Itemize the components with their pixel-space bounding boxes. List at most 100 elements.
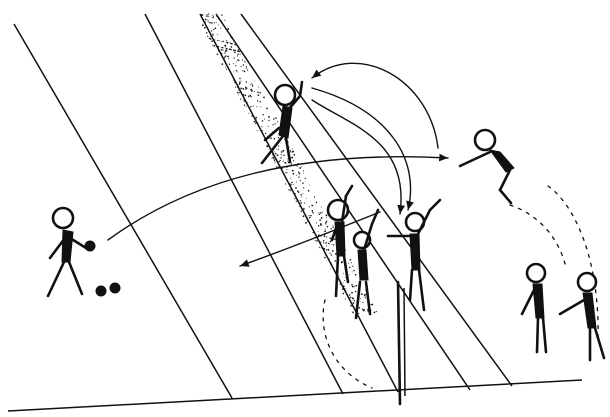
stipple-dot bbox=[210, 36, 211, 37]
stipple-dot bbox=[308, 215, 309, 216]
stipple-dot bbox=[275, 153, 277, 155]
stipple-dot bbox=[212, 45, 213, 46]
stipple-dot bbox=[299, 173, 300, 174]
stipple-dot bbox=[325, 229, 326, 230]
stipple-dot bbox=[309, 185, 310, 186]
stipple-dot bbox=[289, 183, 291, 185]
stipple-dot bbox=[211, 40, 213, 42]
stipple-dot bbox=[234, 71, 235, 72]
stipple-dot bbox=[287, 172, 288, 173]
stipple-dot bbox=[211, 30, 212, 31]
stipple-dot bbox=[235, 50, 236, 51]
stipple-dot bbox=[300, 194, 302, 196]
stipple-dot bbox=[233, 63, 234, 64]
stipple-dot bbox=[306, 217, 307, 218]
stipple-dot bbox=[264, 118, 265, 119]
stipple-dot bbox=[343, 273, 344, 274]
stipple-dot bbox=[226, 40, 227, 41]
stipple-dot bbox=[360, 301, 361, 302]
stipple-dot bbox=[211, 22, 213, 24]
stipple-dot bbox=[349, 274, 350, 275]
stipple-dot bbox=[349, 267, 351, 269]
stipple-dot bbox=[328, 243, 329, 244]
stipple-dot bbox=[205, 19, 207, 21]
stipple-dot bbox=[243, 64, 244, 65]
stipple-dot bbox=[316, 202, 317, 203]
stipple-dot bbox=[352, 304, 353, 305]
stipple-dot bbox=[212, 15, 213, 16]
stipple-dot bbox=[235, 44, 237, 46]
stipple-dot bbox=[303, 187, 304, 188]
stipple-dot bbox=[279, 161, 280, 162]
stipple-dot bbox=[256, 119, 257, 120]
stipple-dot bbox=[231, 46, 233, 48]
stipple-dot bbox=[371, 304, 372, 305]
stipple-dot bbox=[325, 243, 326, 244]
stipple-dot bbox=[339, 276, 340, 277]
court-line-attack bbox=[241, 14, 512, 386]
stipple-dot bbox=[218, 24, 219, 25]
stipple-dot bbox=[320, 247, 321, 248]
stipple-dot bbox=[299, 167, 301, 169]
stipple-dot bbox=[293, 173, 295, 175]
stipple-dot bbox=[273, 158, 274, 159]
stipple-dot bbox=[302, 193, 303, 194]
stipple-dot bbox=[221, 41, 222, 42]
stipple-dot bbox=[299, 206, 300, 207]
stipple-dot bbox=[202, 14, 204, 16]
stipple-dot bbox=[328, 249, 330, 251]
player-setter bbox=[262, 82, 302, 163]
stipple-dot bbox=[273, 118, 275, 120]
ball bbox=[110, 283, 120, 293]
stipple-dot bbox=[290, 178, 291, 179]
stipple-dot bbox=[252, 91, 253, 92]
stipple-dot bbox=[213, 39, 214, 40]
stipple-dot bbox=[221, 63, 223, 65]
stipple-dot bbox=[261, 126, 262, 127]
stipple-dot bbox=[231, 43, 233, 45]
stipple-dot bbox=[215, 27, 217, 29]
stipple-dot bbox=[207, 14, 208, 15]
stipple-dot bbox=[330, 241, 332, 243]
stipple-dot bbox=[322, 247, 324, 249]
stipple-dot bbox=[301, 211, 302, 212]
stipple-dot bbox=[304, 203, 305, 204]
stipple-dot bbox=[226, 42, 227, 43]
stipple-dot bbox=[345, 277, 346, 278]
stipple-dot bbox=[274, 159, 275, 160]
stipple-dot bbox=[291, 182, 293, 184]
stipple-dot bbox=[319, 214, 320, 215]
stipple-dot bbox=[230, 49, 231, 50]
stipple-dot bbox=[207, 36, 208, 37]
stipple-dot bbox=[225, 67, 226, 68]
stipple-dot bbox=[285, 172, 286, 173]
balls bbox=[85, 241, 120, 296]
stipple-dot bbox=[330, 268, 331, 269]
stipple-dot bbox=[238, 88, 239, 89]
stipple-dot bbox=[269, 149, 270, 150]
stipple-dot bbox=[266, 145, 268, 147]
movement-paths bbox=[323, 186, 598, 388]
stipple-dot bbox=[344, 288, 345, 289]
stipple-dot bbox=[305, 178, 306, 179]
stipple-dot bbox=[268, 126, 269, 127]
stipple-dot bbox=[326, 245, 327, 246]
stipple-dot bbox=[208, 21, 209, 22]
stipple-dot bbox=[324, 257, 326, 259]
stipple-dot bbox=[341, 261, 343, 263]
stipple-dot bbox=[231, 37, 232, 38]
stipple-dot bbox=[234, 57, 235, 58]
stipple-dot bbox=[276, 149, 277, 150]
stipple-dot bbox=[256, 106, 257, 107]
stipple-dot bbox=[313, 212, 314, 213]
stipple-dot bbox=[233, 49, 235, 51]
stipple-dot bbox=[268, 120, 269, 121]
stipple-dot bbox=[318, 225, 320, 227]
stipple-dot bbox=[285, 183, 286, 184]
stipple-dot bbox=[278, 145, 279, 146]
stipple-dot bbox=[353, 302, 355, 304]
stipple-dot bbox=[273, 153, 274, 154]
stipple-dot bbox=[331, 228, 332, 229]
stipple-dot bbox=[290, 184, 291, 185]
